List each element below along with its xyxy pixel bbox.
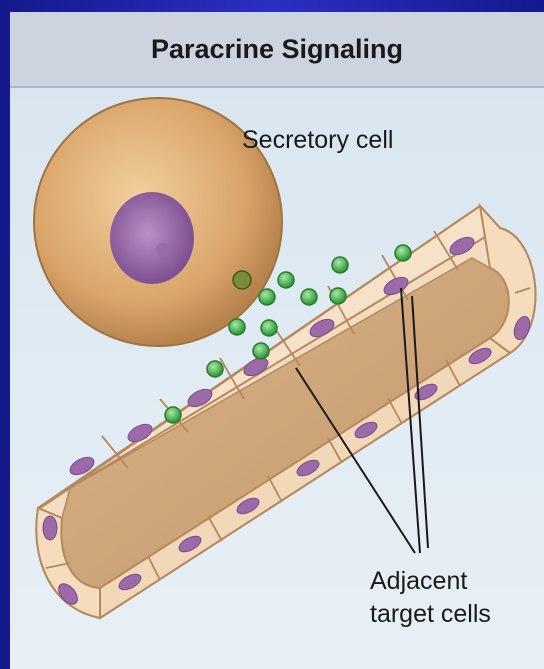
adjacent-label-line-2: target cells <box>370 598 530 631</box>
secretory-cell-label: Secretory cell <box>242 126 393 155</box>
adjacent-target-cells-label: Adjacent target cells <box>370 565 530 631</box>
figure-title: Paracrine Signaling <box>10 12 544 86</box>
title-bar: Paracrine Signaling <box>10 12 544 88</box>
figure-panel: Paracrine Signaling <box>10 12 544 669</box>
adjacent-label-line-1: Adjacent <box>370 565 530 598</box>
nucleus <box>110 192 194 284</box>
